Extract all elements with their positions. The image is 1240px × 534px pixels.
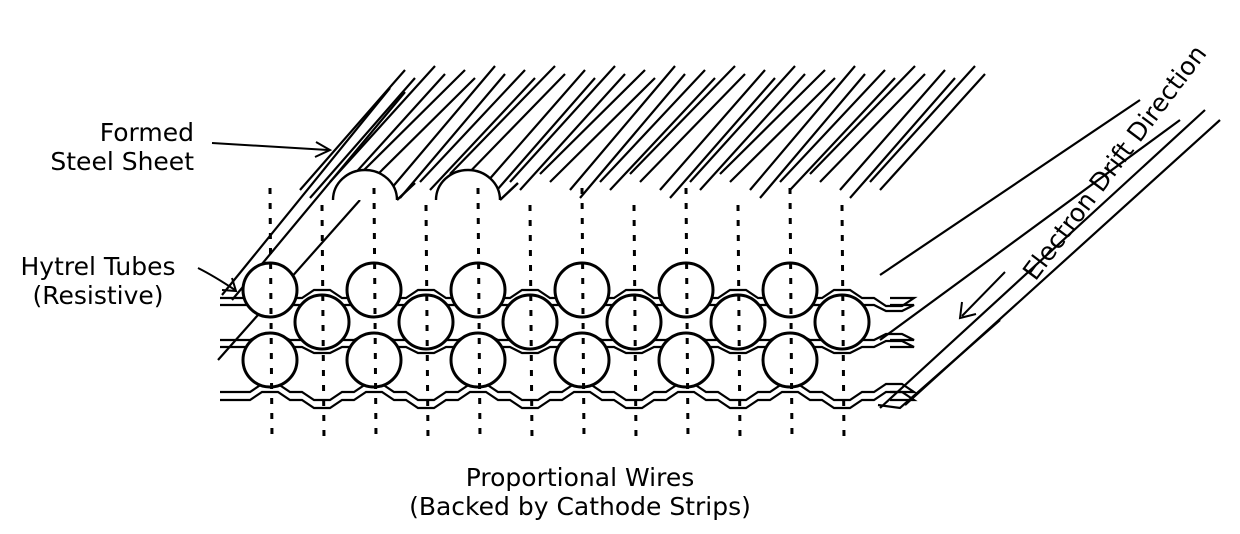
steel-sheet-rail bbox=[689, 65, 796, 183]
steel-sheet-rail bbox=[789, 77, 896, 191]
hytrel-tubes bbox=[241, 261, 871, 389]
hytrel-tubes-label-line2: (Resistive) bbox=[32, 281, 164, 310]
hytrel-tube bbox=[345, 331, 403, 389]
steel-sheet-rail bbox=[599, 69, 706, 183]
steel-sheet-rail bbox=[309, 77, 416, 199]
back-tube-edge bbox=[499, 182, 519, 201]
steel-sheet-rail bbox=[479, 69, 586, 191]
back-tube-arc bbox=[331, 168, 399, 201]
sheet-profile-line bbox=[220, 390, 918, 410]
proportional-wire bbox=[580, 187, 586, 441]
back-tube-arcs bbox=[331, 168, 519, 201]
hytrel-tube bbox=[553, 261, 611, 319]
hytrel-tube bbox=[293, 293, 351, 351]
steel-sheet-rail bbox=[369, 77, 476, 183]
steel-sheet-rail bbox=[759, 73, 866, 199]
proportional-wire bbox=[528, 204, 534, 441]
steel-sheet-rail bbox=[459, 73, 566, 183]
steel-sheet-rail bbox=[729, 77, 836, 183]
proportional-wire bbox=[424, 204, 430, 441]
drift-arrow-head bbox=[958, 301, 977, 320]
hytrel-tube bbox=[605, 293, 663, 351]
steel-sheet-rail bbox=[659, 69, 766, 191]
formed-steel-sheet-label-line2: Steel Sheet bbox=[50, 147, 194, 176]
steel-sheet-rail bbox=[639, 73, 746, 183]
proportional-wire bbox=[476, 187, 482, 441]
drift-arrow-shaft bbox=[961, 271, 1006, 317]
steel-sheet-rail bbox=[669, 77, 776, 199]
steel-sheet-rail bbox=[429, 77, 536, 191]
steel-sheet-rail bbox=[809, 65, 916, 175]
hytrel-tube bbox=[761, 331, 819, 389]
steel-sheet-rail bbox=[819, 73, 926, 183]
steel-sheet-rail bbox=[549, 77, 656, 183]
hytrel-tubes-label-line1: Hytrel Tubes bbox=[20, 252, 176, 281]
proportional-wire bbox=[840, 204, 846, 441]
steel-sheet-rail bbox=[519, 73, 626, 191]
steel-sheet-rail bbox=[839, 69, 946, 191]
steel-sheet-rail bbox=[879, 99, 1141, 276]
hytrel-tube bbox=[657, 331, 715, 389]
hytrel-tube bbox=[241, 331, 299, 389]
proportional-wire bbox=[268, 187, 274, 441]
proportional-wire bbox=[372, 187, 378, 441]
hytrel-tube bbox=[709, 293, 767, 351]
steel-sheet-rail bbox=[879, 109, 1206, 409]
back-tube-edge bbox=[396, 182, 416, 201]
steel-sheet-rail bbox=[579, 73, 686, 199]
back-tube-arc bbox=[434, 168, 502, 201]
sheet-end-edge bbox=[877, 319, 1001, 410]
proportional-wires bbox=[268, 187, 846, 441]
proportional-wires-label: Proportional Wires (Backed by Cathode St… bbox=[380, 463, 780, 521]
steel-sheet-rail bbox=[449, 65, 556, 175]
steel-sheet-arrow-shaft bbox=[211, 142, 329, 151]
steel-sheet-rail bbox=[419, 69, 526, 183]
hytrel-tube bbox=[553, 331, 611, 389]
hytrel-tube bbox=[397, 293, 455, 351]
steel-sheet-rail bbox=[879, 73, 986, 191]
proportional-wire bbox=[788, 187, 794, 441]
proportional-wires-label-line2: (Backed by Cathode Strips) bbox=[409, 492, 751, 521]
hytrel-arrow-head bbox=[221, 277, 238, 293]
hytrel-tube bbox=[449, 331, 507, 389]
hytrel-arrow-shaft bbox=[197, 267, 236, 291]
steel-sheet-arrow-head bbox=[314, 141, 333, 158]
steel-sheet-rails bbox=[217, 65, 1221, 409]
formed-steel-sheet-label: Formed Steel Sheet bbox=[50, 118, 194, 176]
hytrel-tube bbox=[501, 293, 559, 351]
steel-sheet-rail bbox=[609, 77, 716, 191]
hytrel-tube bbox=[657, 261, 715, 319]
hytrel-tube bbox=[241, 261, 299, 319]
hytrel-tube bbox=[345, 261, 403, 319]
steel-sheet-rail bbox=[569, 65, 676, 191]
steel-sheet-rail bbox=[489, 77, 596, 199]
steel-sheet-rail bbox=[699, 73, 806, 191]
steel-sheet-rail bbox=[749, 65, 856, 191]
steel-sheet-rail bbox=[509, 65, 616, 183]
proportional-wire bbox=[684, 187, 690, 441]
hytrel-tube bbox=[761, 261, 819, 319]
proportional-wire bbox=[736, 204, 742, 441]
steel-sheet-rail bbox=[539, 69, 646, 175]
steel-sheet-rail bbox=[221, 87, 391, 296]
hytrel-tubes-label: Hytrel Tubes (Resistive) bbox=[2, 252, 194, 310]
steel-sheet-rail bbox=[719, 69, 826, 175]
hytrel-tube bbox=[813, 293, 871, 351]
steel-sheet-rail bbox=[849, 77, 956, 199]
steel-sheet-rail bbox=[389, 65, 496, 191]
label-arrows bbox=[197, 141, 1006, 320]
steel-sheet-rail bbox=[869, 65, 976, 183]
steel-sheet-rail bbox=[629, 65, 736, 175]
steel-sheet-rail bbox=[879, 119, 1181, 341]
steel-sheet-rail bbox=[399, 73, 506, 199]
proportional-wires-label-line1: Proportional Wires bbox=[465, 463, 695, 492]
formed-steel-sheet-label-line1: Formed bbox=[99, 118, 194, 147]
proportional-wire bbox=[632, 204, 638, 441]
steel-sheet-rail bbox=[779, 69, 886, 183]
proportional-wire bbox=[320, 204, 326, 441]
hytrel-tube bbox=[449, 261, 507, 319]
steel-sheet-rail bbox=[359, 69, 466, 175]
